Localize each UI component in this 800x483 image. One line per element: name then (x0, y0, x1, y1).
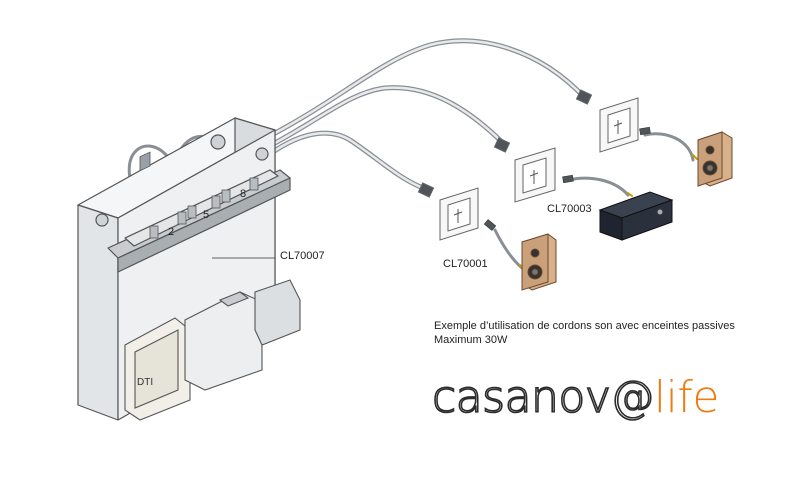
rj45-module (184, 279, 301, 391)
brand-logo-part-a: casanov@ (431, 371, 655, 424)
panel-number-5: 5 (203, 209, 209, 221)
label-cl70001: CL70001 (443, 258, 488, 270)
wall-socket-2 (493, 137, 556, 203)
dti-label: DTI (137, 377, 153, 388)
amplifier (598, 191, 674, 241)
speaker-top (697, 131, 733, 187)
caption: Exemple d’utilisation de cordons son ave… (434, 319, 735, 347)
wall-socket-3 (417, 182, 479, 241)
wall-socket-1 (575, 89, 639, 153)
panel-number-labels: 2 5 8 (168, 188, 246, 238)
label-cl70007: CL70007 (280, 250, 325, 262)
panel-number-8: 8 (240, 188, 246, 200)
caption-line-1: Exemple d’utilisation de cordons son ave… (434, 320, 735, 332)
dti-module: DTI (124, 317, 191, 421)
panel-number-2: 2 (168, 226, 174, 238)
label-cl70003: CL70003 (547, 203, 592, 215)
brand-logo-part-b: life (653, 372, 720, 423)
brand-logo: casanov@life (431, 371, 720, 424)
speaker-bottom (521, 233, 557, 291)
patch-ports (139, 151, 151, 172)
caption-line-2: Maximum 30W (434, 334, 508, 346)
cables (127, 38, 698, 308)
